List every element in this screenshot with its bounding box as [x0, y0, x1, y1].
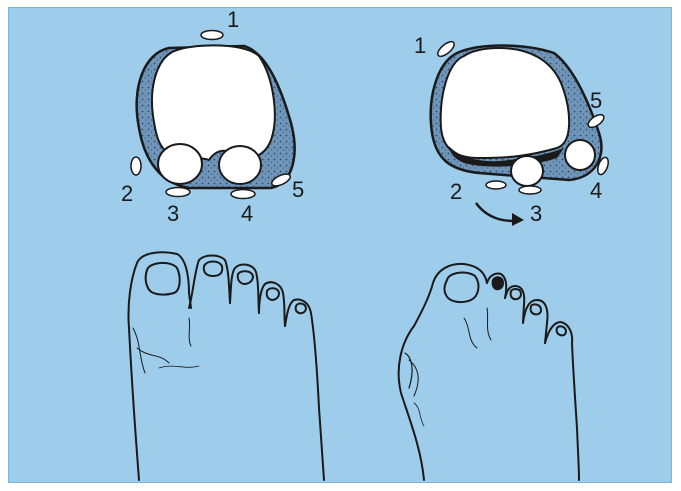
right-tendon-3: [519, 186, 541, 194]
rotation-arrow-head: [512, 213, 524, 226]
right-tendon-2: [486, 181, 506, 189]
left-cross-section: 1 2 3 4 5: [121, 8, 304, 226]
left-foot-drawing: [128, 252, 324, 480]
right-label-3: 3: [530, 201, 542, 226]
left-tendon-4: [231, 190, 255, 199]
left-sesamoid-medial: [158, 144, 202, 184]
left-label-3: 3: [167, 201, 179, 226]
right-label-1: 1: [414, 33, 426, 58]
left-metatarsal-head: [152, 45, 275, 160]
left-label-2: 2: [121, 181, 133, 206]
right-sesamoid-medial: [511, 156, 543, 186]
right-label-2: 2: [450, 179, 462, 204]
left-label-4: 4: [241, 201, 253, 226]
left-tendon-2: [131, 157, 141, 175]
right-label-5: 5: [590, 88, 602, 113]
left-label-1: 1: [227, 8, 239, 32]
right-cross-section: 1 2 3 4 5: [414, 33, 610, 226]
illustration-frame: 1 2 3 4 5 1 2 3 4 5: [8, 7, 672, 483]
left-label-5: 5: [292, 177, 304, 202]
right-foot-drawing: [399, 264, 579, 480]
right-sesamoid-lateral: [565, 140, 595, 170]
left-sesamoid-lateral: [219, 146, 261, 184]
right-label-4: 4: [590, 178, 602, 203]
left-tendon-1: [201, 31, 223, 40]
left-tendon-3: [166, 188, 190, 197]
foot-diagram: 1 2 3 4 5 1 2 3 4 5: [9, 8, 671, 482]
